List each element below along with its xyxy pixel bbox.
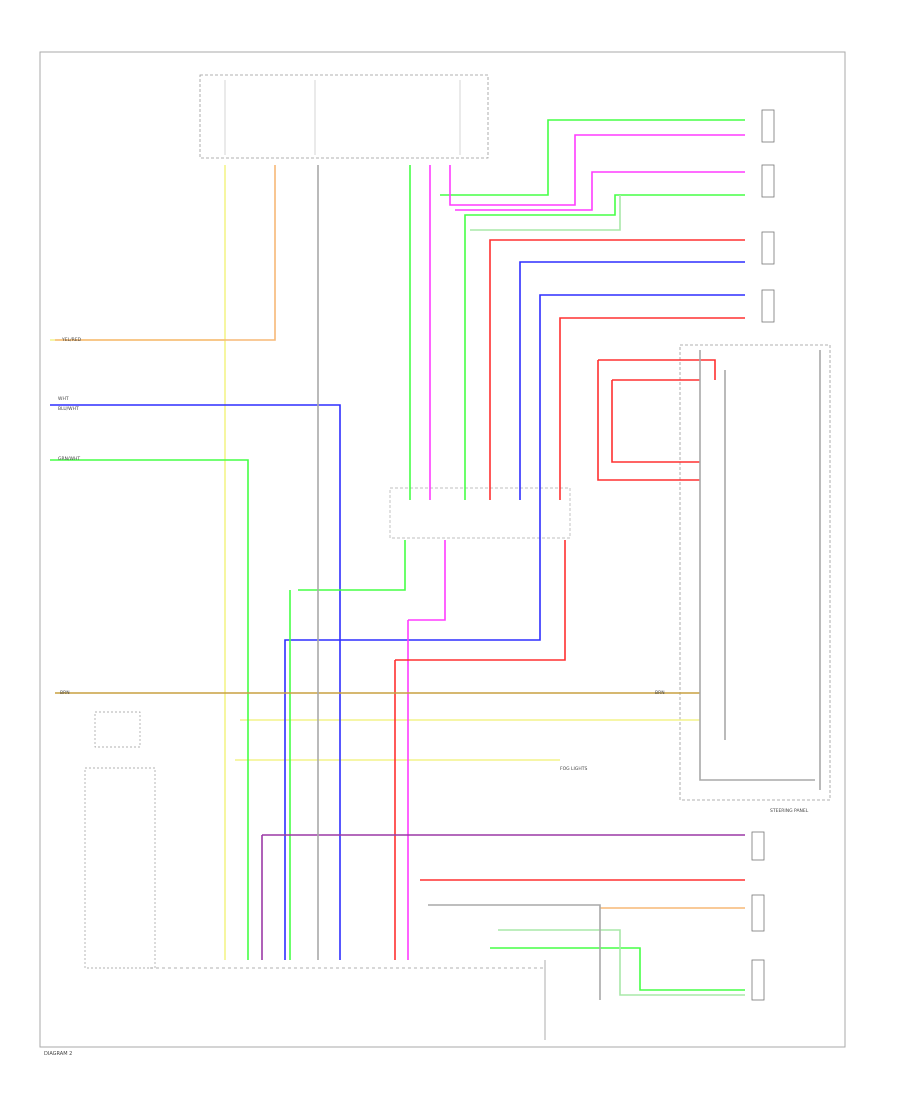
lt-green-wire (470, 195, 621, 231)
green-wire (490, 947, 745, 991)
control-module-box (199, 74, 489, 159)
right-components (751, 109, 775, 1001)
green-wire (464, 194, 745, 500)
violet-wire (455, 171, 745, 211)
bus-label-left: BRN (60, 690, 70, 696)
lt-green-wire (498, 929, 745, 996)
blue-wire (519, 261, 745, 500)
wire-label-yellow: YEL/RED (61, 337, 82, 343)
speaker-symbol (751, 831, 765, 861)
red-wire (559, 317, 745, 500)
page-reference: DIAGRAM 2 (44, 1051, 72, 1057)
left-sensor-box (94, 711, 141, 748)
left-module-box (84, 767, 156, 969)
speaker-symbol (761, 164, 775, 198)
orange-wire (55, 165, 276, 341)
wire-label-blue: BLU/WHT (58, 406, 79, 412)
red-wire (597, 360, 700, 481)
green-wire (50, 459, 249, 960)
wire-label-white: WHT (58, 396, 69, 402)
speaker-symbol (761, 109, 775, 143)
red-wire (598, 359, 716, 380)
violet-wire (449, 134, 745, 206)
blue-wire (50, 404, 341, 960)
junction-connector (389, 487, 571, 539)
steering-panel-label: STEERING PANEL (770, 808, 809, 814)
red-wire (489, 239, 745, 500)
blue-wire (284, 294, 745, 960)
green-wire (440, 119, 745, 196)
speaker-symbol (751, 894, 765, 932)
wire-label-green: GRN/WHT (58, 456, 80, 462)
bus-label-right: BRN (655, 690, 665, 696)
gray-wire (699, 350, 815, 781)
violet-wire (408, 540, 446, 621)
speaker-symbol (751, 959, 765, 1001)
red-wire (395, 540, 566, 661)
green-wire (298, 540, 406, 591)
diagram-frame (39, 51, 846, 1048)
speaker-symbol (761, 289, 775, 323)
red-wire (611, 380, 700, 463)
gray-wire (428, 904, 601, 1000)
wire-group (50, 119, 821, 1000)
speaker-symbol (761, 231, 775, 265)
steering-panel-box (679, 344, 831, 801)
yellow-wire (50, 339, 226, 960)
foglight-label: FOG LIGHTS (560, 766, 588, 772)
